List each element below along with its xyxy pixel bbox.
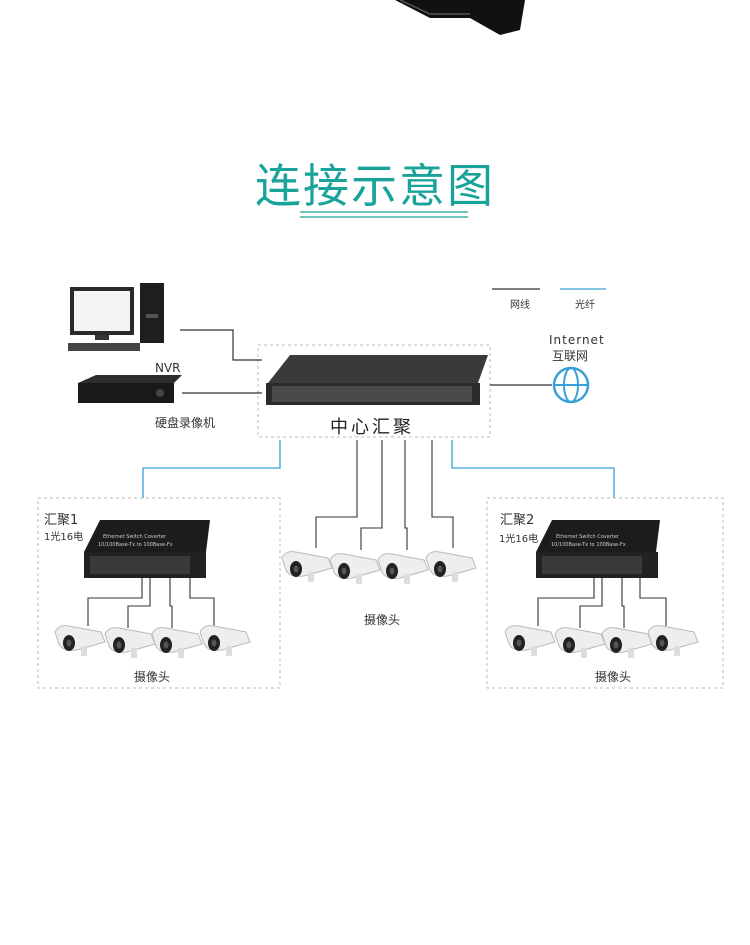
camera-icon [54,625,106,656]
nvr-recorder-icon [78,375,182,403]
agg2-title: 汇聚2 [500,513,535,528]
center-dashed-box [257,344,491,438]
camera-icon [151,627,203,658]
title-underline [300,211,468,218]
legend-cable-label: 网线 [510,300,530,311]
agg2-device-print: Ethernet Switch Coverter [556,534,619,540]
recorder-label: 硬盘录像机 [155,416,216,430]
internet-label-cn: 互联网 [552,349,589,363]
camera-icon [281,551,333,582]
camera-icon [425,551,477,582]
camera-icon [104,627,156,658]
agg1-switch-icon [84,520,210,578]
camera-icon [377,553,429,584]
top-product-fragment [395,0,525,35]
agg2-switch-icon [536,520,660,578]
nvr-label: NVR [155,361,181,375]
camera-icon [504,625,556,656]
pc-icon [68,283,164,351]
internet-label-en: Internet [549,333,605,347]
camera-icon [199,625,251,656]
agg1-device-print2: 10/100Base-Tx to 100Base-Fx [98,542,173,548]
camera-icon [329,553,381,584]
camera-icon [554,627,606,658]
middle-camera-label: 摄像头 [364,613,401,627]
agg1-device-print: Ethernet Switch Coverter [103,534,166,540]
center-label: 中心汇聚 [330,417,414,438]
agg2-camera-label: 摄像头 [595,670,632,684]
internet-globe-icon [552,366,590,404]
agg1-title: 汇聚1 [44,513,79,528]
camera-icon [601,627,653,658]
agg2-spec: 1光16电 [499,534,539,545]
agg1-spec: 1光16电 [44,532,84,543]
agg2-device-print2: 10/100Base-Tx to 100Base-Fx [551,542,626,548]
camera-icon [647,625,699,656]
agg2-dashed-box [486,497,724,689]
center-switch-icon [266,355,488,405]
legend-fiber-label: 光纤 [575,300,595,311]
agg1-camera-label: 摄像头 [134,670,171,684]
agg1-dashed-box [37,497,281,689]
page-title: 连接示意图 [255,159,495,213]
